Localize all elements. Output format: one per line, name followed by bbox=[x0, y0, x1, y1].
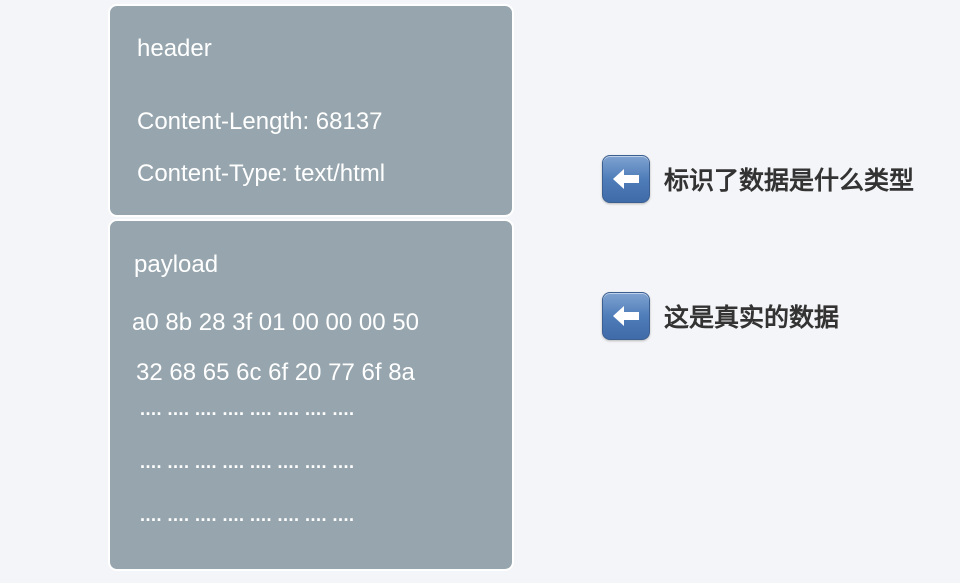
payload-hex-line: a0 8b 28 3f 01 00 00 00 50 bbox=[132, 309, 419, 336]
header-title: header bbox=[137, 35, 212, 62]
payload-ellipsis-line: .... .... .... .... .... .... .... .... bbox=[140, 505, 355, 525]
payload-hex-line: 32 68 65 6c 6f 20 77 6f 8a bbox=[136, 359, 415, 386]
content-length-field: Content-Length: 68137 bbox=[137, 108, 383, 135]
payload-title: payload bbox=[134, 251, 219, 278]
header-callout: 标识了数据是什么类型 bbox=[602, 155, 914, 203]
header-callout-label: 标识了数据是什么类型 bbox=[664, 167, 915, 195]
left-arrow-icon bbox=[602, 155, 650, 203]
payload-callout-label: 这是真实的数据 bbox=[664, 304, 840, 332]
content-type-field: Content-Type: text/html bbox=[137, 160, 386, 187]
payload-box: payload a0 8b 28 3f 01 00 00 00 50 32 68… bbox=[108, 219, 514, 571]
left-arrow-icon bbox=[602, 292, 650, 340]
header-box: header Content-Length: 68137 Content-Typ… bbox=[108, 4, 514, 217]
payload-ellipsis-line: .... .... .... .... .... .... .... .... bbox=[140, 399, 355, 419]
payload-ellipsis-line: .... .... .... .... .... .... .... .... bbox=[140, 452, 355, 472]
payload-callout: 这是真实的数据 bbox=[602, 292, 839, 340]
